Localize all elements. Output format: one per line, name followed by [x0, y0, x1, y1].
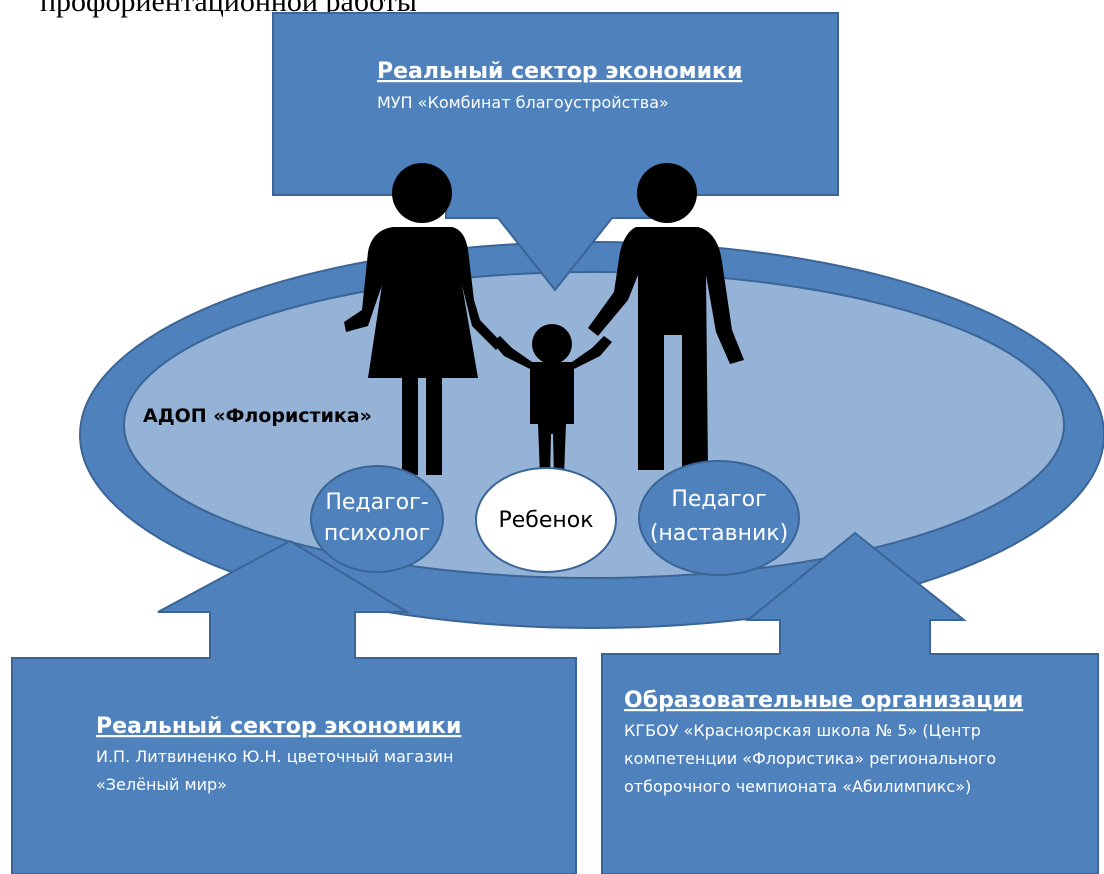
bottom-left-box-arrow [11, 539, 577, 874]
male-adult-icon [588, 163, 744, 470]
child-circle [475, 467, 617, 573]
bottom-left-box-line2: «Зелёный мир» [96, 775, 227, 794]
bottom-right-box-line1: КГБОУ «Красноярская школа № 5» (Центр [624, 721, 981, 740]
bottom-right-box-title: Образовательные организации [624, 688, 1023, 713]
bottom-right-box-line3: отборочного чемпионата «Абилимпикс») [624, 777, 971, 796]
mentor-label-line2: (наставник) [650, 521, 788, 546]
top-box-line1: МУП «Комбинат благоустройства» [377, 93, 669, 112]
female-adult-icon [344, 163, 502, 475]
program-label: АДОП «Флористика» [143, 405, 372, 427]
child-label: Ребенок [498, 508, 593, 533]
top-box-arrow [272, 12, 839, 292]
mentor-circle [638, 460, 800, 576]
psychologist-label-line1: Педагог- [325, 490, 428, 515]
bottom-left-box-title: Реальный сектор экономики [96, 714, 461, 739]
top-box-title: Реальный сектор экономики [377, 59, 742, 84]
psychologist-circle [310, 465, 444, 573]
child-icon [492, 324, 612, 476]
bottom-left-box-line1: И.П. Литвиненко Ю.Н. цветочный магазин [96, 747, 453, 766]
mentor-label-line1: Педагог [671, 487, 766, 512]
bottom-right-box-arrow [601, 531, 1099, 874]
psychologist-label-line2: психолог [324, 521, 430, 546]
bottom-right-box-line2: компетенции «Флористика» регионального [624, 749, 996, 768]
